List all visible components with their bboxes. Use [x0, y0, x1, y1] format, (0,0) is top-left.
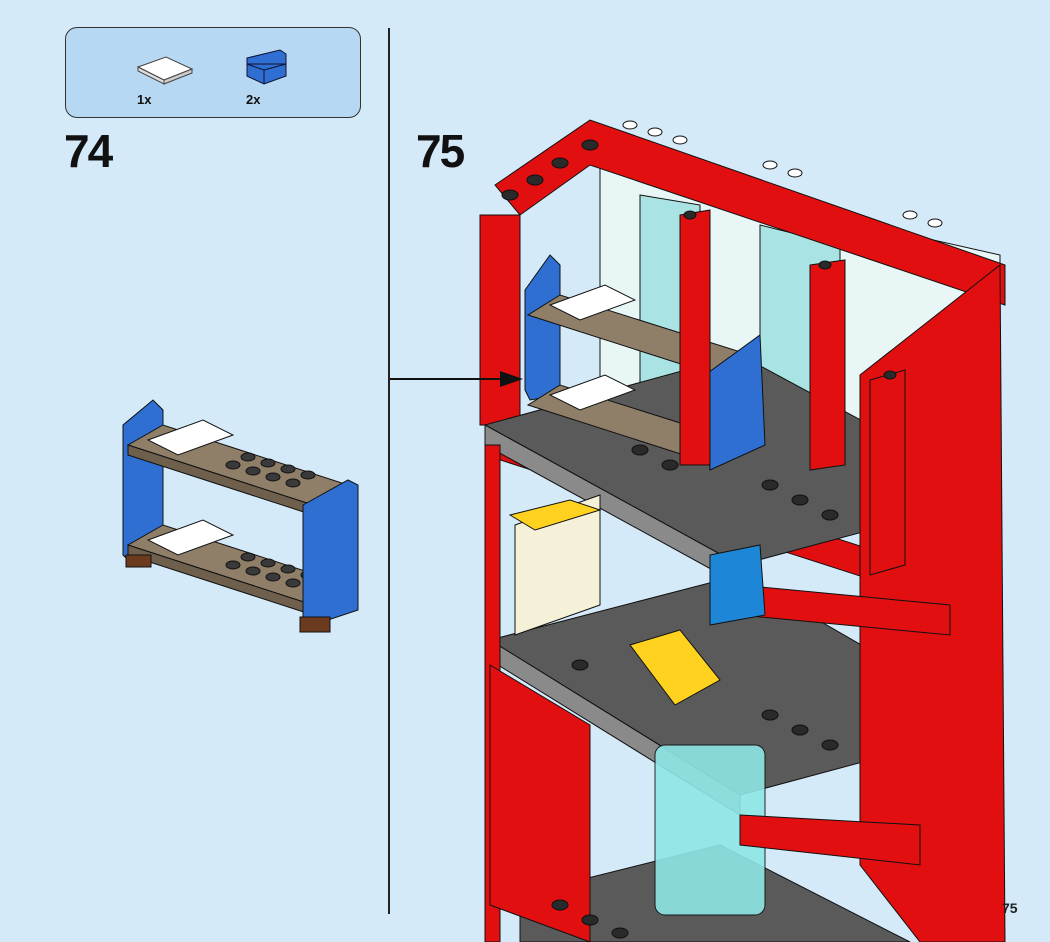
- part-quantity: 1x: [137, 92, 152, 107]
- page-number: 75: [1002, 900, 1018, 916]
- bunk-bed-assembly: [122, 399, 359, 633]
- part-quantity: 2x: [246, 92, 261, 107]
- fire-station-assembly: [479, 119, 1006, 942]
- white-tile-icon: [136, 56, 194, 85]
- step-number-74: 74: [64, 125, 113, 177]
- step-number-75: 75: [416, 125, 465, 177]
- step-divider: [388, 28, 390, 914]
- blue-panel-icon: [246, 49, 287, 85]
- placement-arrow: [390, 371, 523, 387]
- parts-list-callout: 1x 2x: [65, 27, 361, 118]
